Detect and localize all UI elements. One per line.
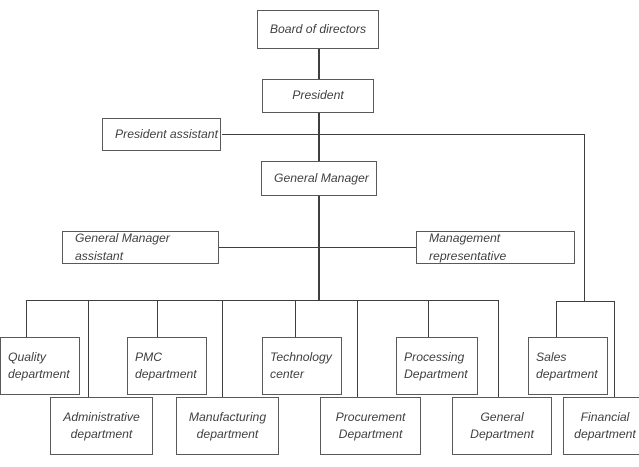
connector-president-assistant-horizontal [222,134,584,135]
node-pmc-department[interactable]: PMC department [127,337,207,395]
connector-gm-assistant-to-management-rep [219,247,416,248]
node-quality-department[interactable]: Quality department [0,337,80,395]
connector-president-to-general-manager [318,112,320,161]
node-general-manager-assistant[interactable]: General Manager assistant [62,231,219,264]
node-processing-department[interactable]: Processing Department [396,337,478,395]
connector-drop-quality [26,300,27,337]
node-label: Administrative department [63,409,140,441]
connector-drop-processing [428,300,429,337]
node-sales-department[interactable]: Sales department [528,337,608,395]
node-technology-center[interactable]: Technology center [262,337,342,395]
node-label: President [292,88,344,103]
node-board-of-directors[interactable]: Board of directors [257,10,379,49]
node-label: Processing Department [404,349,468,381]
node-procurement-department[interactable]: Procurement Department [320,397,421,455]
node-label: Management representative [429,231,507,263]
connector-sales-subbus [556,301,615,302]
connector-drop-procurement [357,300,358,397]
connector-drop-technology [295,300,296,337]
node-general-department[interactable]: General Department [452,397,552,455]
node-president[interactable]: President [262,79,374,113]
node-label: General Manager [274,170,369,185]
node-label: General Manager assistant [75,231,170,263]
node-label: Technology center [270,349,332,381]
connector-drop-pmc [157,300,158,337]
node-label: PMC department [135,349,197,381]
node-label: President assistant [115,126,218,141]
node-label: Sales department [536,349,598,381]
node-president-assistant[interactable]: President assistant [102,118,221,151]
node-label: Board of directors [269,21,367,36]
node-label: Quality department [8,349,70,381]
connector-drop-general-department [498,300,499,397]
connector-drop-sales [556,301,557,337]
node-label: Procurement Department [335,409,406,441]
connector-department-bus [26,300,499,301]
connector-president-assistant-drop [584,134,585,301]
node-label: General Department [470,409,534,441]
connector-board-to-president [318,48,320,79]
connector-drop-financial [614,301,615,397]
node-label: Financial department [574,409,636,441]
connector-drop-manufacturing [222,300,223,397]
connector-general-manager-spine [318,196,320,301]
node-general-manager[interactable]: General Manager [261,161,377,196]
node-management-representative[interactable]: Management representative [416,231,575,264]
node-manufacturing-department[interactable]: Manufacturing department [176,397,279,455]
node-administrative-department[interactable]: Administrative department [50,397,153,455]
connector-drop-administrative [88,300,89,397]
node-label: Manufacturing department [188,409,267,441]
node-financial-department[interactable]: Financial department [563,397,639,455]
